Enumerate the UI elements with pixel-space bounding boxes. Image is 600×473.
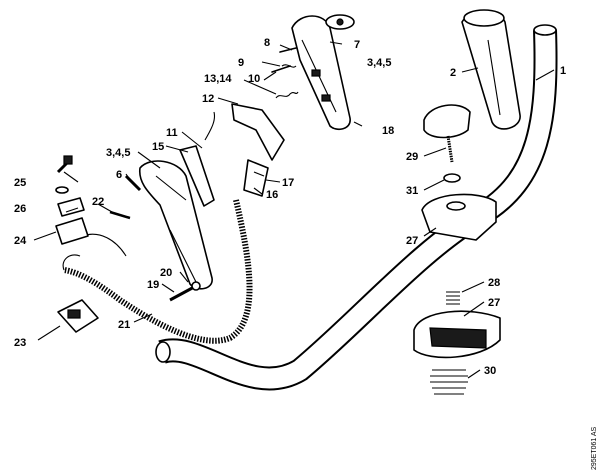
label-18: 18 (382, 125, 394, 137)
label-24: 24 (14, 235, 27, 247)
label-20: 20 (160, 267, 172, 279)
handlebar-tube (155, 24, 558, 391)
drawing-code: 295ET061 AS (591, 426, 598, 470)
label-6: 6 (116, 169, 122, 181)
label-10: 10 (248, 73, 260, 85)
screws-left (55, 155, 142, 194)
leader-lines (33, 41, 555, 379)
spring-small (446, 291, 460, 305)
interlock-lever (179, 111, 216, 207)
label-30: 30 (484, 365, 496, 377)
label-25: 25 (14, 177, 26, 189)
label-23: 23 (14, 337, 26, 349)
label-13-14: 13,14 (204, 73, 232, 85)
label-15: 15 (152, 141, 164, 153)
knob-screw (423, 104, 471, 163)
label-9: 9 (238, 57, 244, 69)
label-8: 8 (264, 37, 270, 49)
label-7: 7 (354, 39, 360, 51)
washer (443, 173, 461, 183)
label-17: 17 (282, 177, 294, 189)
label-26: 26 (14, 203, 26, 215)
throttle-trigger (231, 103, 285, 197)
terminal-block (55, 197, 89, 245)
label-27-upper: 27 (406, 235, 418, 247)
label-22: 22 (92, 196, 104, 208)
label-19: 19 (147, 279, 159, 291)
label-29: 29 (406, 151, 418, 163)
clamp-upper (421, 193, 497, 241)
rubber-grip (461, 9, 521, 130)
label-1: 1 (560, 65, 566, 77)
small-screws (271, 47, 299, 99)
cable-screw (81, 210, 131, 257)
label-11: 11 (166, 127, 178, 139)
label-21: 21 (118, 319, 130, 331)
handle-housing-bottom (138, 160, 213, 290)
label-345-bottom: 3,4,5 (106, 147, 130, 159)
label-12: 12 (202, 93, 214, 105)
label-345-top: 3,4,5 (367, 57, 391, 69)
handle-housing-top (291, 14, 355, 131)
label-2: 2 (450, 67, 456, 79)
spring-large (430, 369, 468, 395)
label-16: 16 (266, 189, 278, 201)
clamp-lower (413, 310, 501, 359)
callout-labels: 1 2 3,4,5 3,4,5 6 7 8 9 10 11 12 13,14 1… (14, 37, 566, 377)
throttle-cable (62, 199, 253, 344)
handle-screw (169, 281, 201, 302)
cable-clamp (57, 299, 99, 333)
label-31: 31 (406, 185, 418, 197)
label-27-lower: 27 (488, 297, 500, 309)
label-28: 28 (488, 277, 500, 289)
